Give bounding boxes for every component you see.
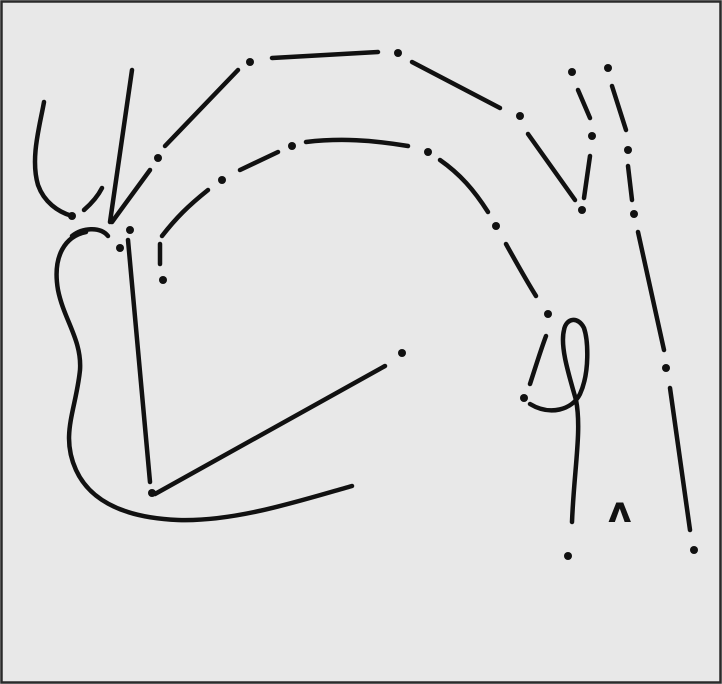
jaw-point <box>148 489 156 497</box>
epiglottis-base-point <box>564 552 572 560</box>
pharynx-wall-outline <box>568 64 698 554</box>
lower-lip-chin-outline <box>57 232 352 520</box>
tongue-outline <box>126 140 552 402</box>
lower-incisor-line <box>128 240 150 482</box>
epiglottis-outline <box>530 320 587 522</box>
tongue-point <box>398 349 406 357</box>
upper-lip-outline <box>35 102 72 216</box>
upper-teeth-stroke <box>84 188 102 210</box>
phonetic-symbol: ʌ <box>608 490 631 531</box>
palate-outline <box>112 49 586 222</box>
jaw-to-tongue-line <box>155 366 385 494</box>
